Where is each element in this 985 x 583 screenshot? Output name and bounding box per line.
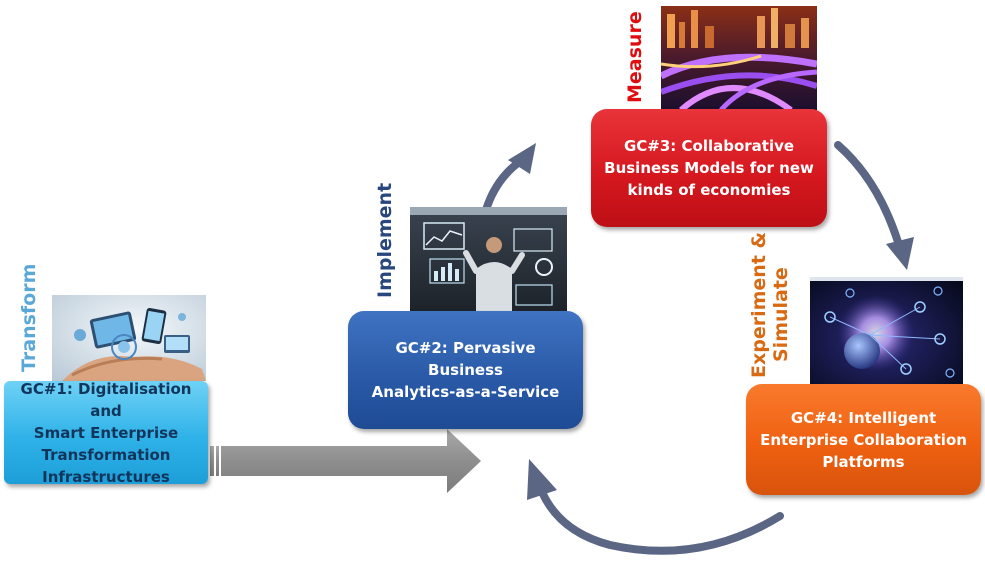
stage-label-implement: Implement	[374, 183, 396, 298]
stage-label-implement-text: Implement	[374, 182, 396, 298]
gc4-line-1: GC#4: Intelligent	[790, 408, 937, 427]
arrow-gc3-to-gc4	[834, 141, 914, 270]
hand-holding-devices-photo	[52, 295, 206, 381]
gc1-line-3: Transformation	[41, 445, 171, 464]
arrow-gc2-to-gc3	[482, 143, 536, 214]
stage-label-experiment-line2: Simulate	[770, 267, 792, 362]
gc4-line-3: Platforms	[822, 452, 905, 471]
businessman-touchscreen-analytics-photo	[410, 207, 567, 323]
stage-label-experiment-simulate: Experiment & Simulate	[748, 232, 792, 378]
gc3-line-2: Business Models for new	[604, 159, 814, 177]
gc1-line-2: Smart Enterprise	[33, 423, 179, 442]
city-highway-night-photo	[661, 6, 817, 110]
stage-label-transform-text: Transform	[18, 263, 40, 372]
stage-label-measure: Measure	[624, 11, 646, 103]
gc2-box: GC#2: Pervasive Business Analytics-as-a-…	[348, 311, 583, 429]
stage-label-experiment-line1: Experiment &	[748, 231, 770, 378]
stage-label-measure-text: Measure	[624, 11, 646, 103]
block-arrow-gc1-to-gc2	[210, 429, 481, 493]
gc1-line-4: Infrastructures	[42, 467, 170, 486]
stage-label-transform: Transform	[18, 264, 40, 372]
gc1-box: GC#1: Digitalisation and Smart Enterpris…	[4, 379, 208, 486]
gc2-line-1: GC#2: Pervasive Business	[395, 339, 536, 379]
gc3-box: GC#3: Collaborative Business Models for …	[591, 109, 827, 227]
gc3-line-3: kinds of economies	[627, 181, 791, 199]
gc2-line-2: Analytics-as-a-Service	[371, 383, 560, 401]
arrow-gc4-to-gc2	[527, 459, 784, 555]
globe-network-icons-photo	[810, 277, 963, 390]
gc4-line-2: Enterprise Collaboration	[760, 430, 967, 449]
gc3-line-1: GC#3: Collaborative	[623, 137, 795, 155]
gc1-line-1: GC#1: Digitalisation and	[20, 379, 192, 420]
gc4-box: GC#4: Intelligent Enterprise Collaborati…	[746, 384, 981, 495]
